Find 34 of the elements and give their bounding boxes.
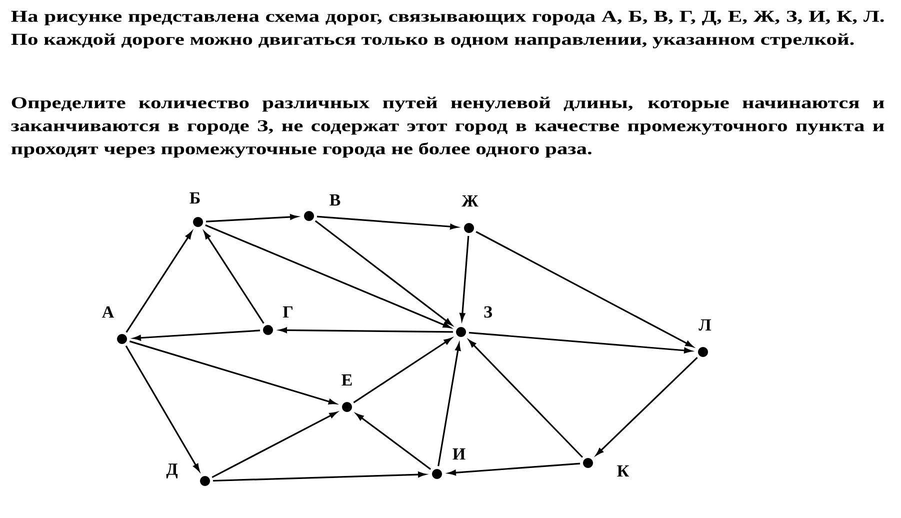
arrow — [125, 346, 200, 472]
arrow — [356, 413, 432, 470]
city-label: И — [452, 448, 466, 460]
city-label: А — [102, 306, 114, 318]
arrow — [212, 472, 426, 482]
arrow — [279, 327, 454, 333]
city-label: Ж — [462, 195, 478, 207]
arrow — [314, 220, 452, 326]
city-label: В — [330, 194, 340, 206]
arrow — [129, 340, 336, 404]
arrow — [205, 224, 451, 328]
arrow — [468, 340, 583, 458]
city-label: Д — [166, 464, 178, 478]
instruction-text: Определите количество различных путей ненулевой длины, которые начинаются и заканчиваются в городе З, не содержат этот город в качестве промежуточного пункта и проходят через промежуточные города не более одного раза. — [11, 96, 884, 158]
city-label: Б — [190, 192, 200, 204]
city-label: Л — [698, 319, 712, 331]
arrow — [133, 330, 260, 341]
arrow — [212, 412, 338, 478]
arrow — [596, 356, 698, 456]
city-label: Г — [282, 306, 292, 318]
arrow — [468, 332, 692, 354]
arrow — [353, 338, 452, 404]
arrow — [460, 236, 470, 321]
arrow — [204, 231, 264, 324]
arrow — [126, 231, 192, 333]
city-label: Е — [342, 374, 352, 386]
arrow — [206, 214, 298, 222]
arrow — [476, 231, 694, 348]
arrow — [438, 343, 461, 466]
city-label: К — [617, 465, 630, 477]
instruction-text: На рисунке представлена схема дорог, связывающих города А, Б, В, Г, Д, Е, Ж, З, И, К, Л. По каждой дороге можно двигаться только в одном направлении, указанном стрелкой. — [11, 10, 884, 48]
arrow — [316, 216, 458, 230]
city-label: З — [484, 306, 492, 318]
arrow — [448, 462, 580, 476]
